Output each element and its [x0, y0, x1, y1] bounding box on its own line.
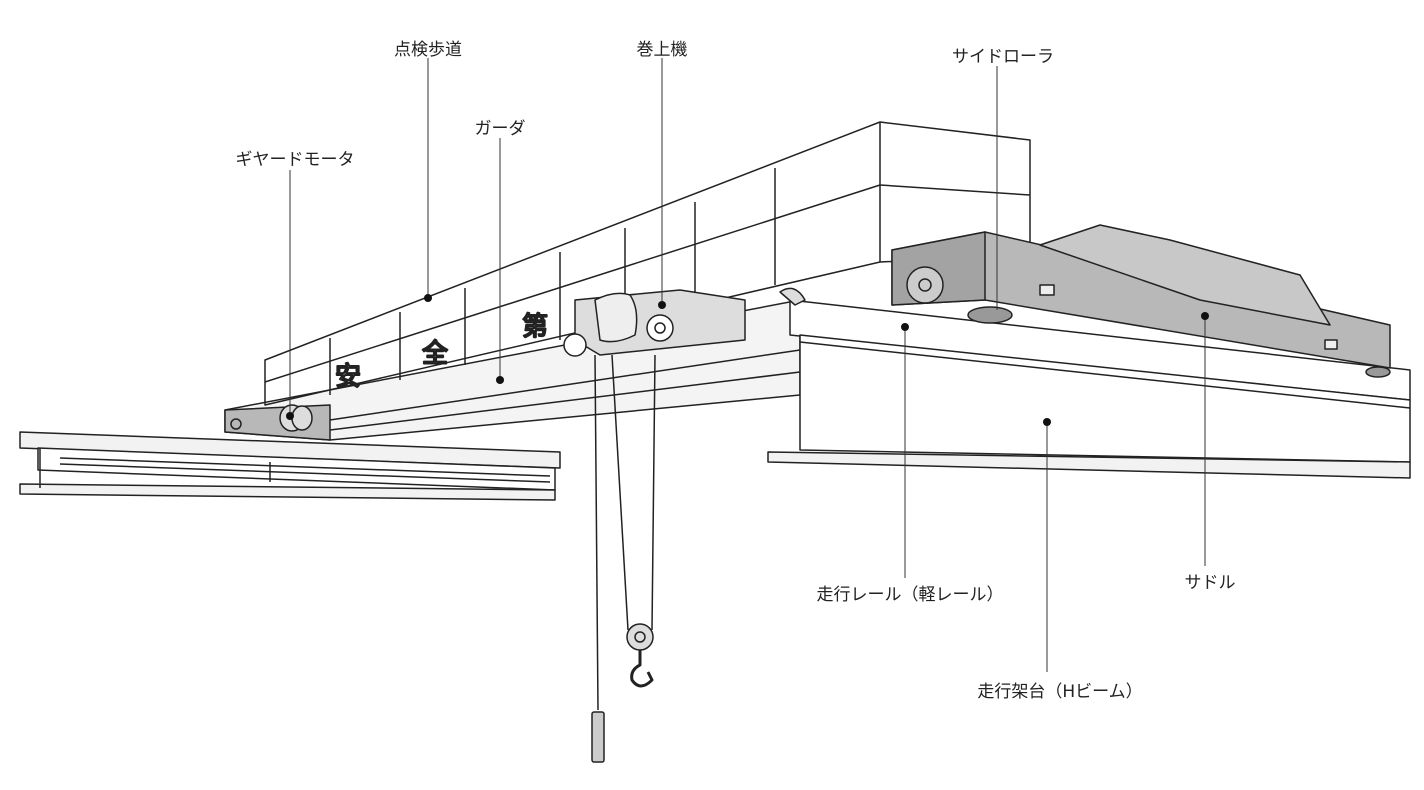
sign-char-an: 安 — [335, 362, 361, 392]
label-runway-beam: 走行架台（Hビーム） — [977, 682, 1143, 702]
main-runway-beam — [767, 287, 1411, 479]
saddle-shape — [891, 224, 1391, 378]
hoist-shape — [563, 289, 746, 763]
label-runway-rail: 走行レール（軽レール） — [816, 585, 1004, 605]
sign-char-zen: 全 — [421, 338, 449, 369]
left-runway-beam — [19, 431, 561, 501]
label-walkway: 点検歩道 — [394, 40, 462, 60]
sign-char-dai: 第 — [522, 311, 548, 342]
label-girder: ガーダ — [474, 119, 526, 139]
leader-dots — [286, 294, 1209, 426]
label-side-roller: サイドローラ — [952, 47, 1054, 67]
label-geared-motor: ギヤードモータ — [235, 150, 355, 170]
label-hoist: 巻上機 — [636, 40, 688, 60]
label-saddle: サドル — [1184, 573, 1236, 593]
leader-lines — [289, 58, 1206, 672]
